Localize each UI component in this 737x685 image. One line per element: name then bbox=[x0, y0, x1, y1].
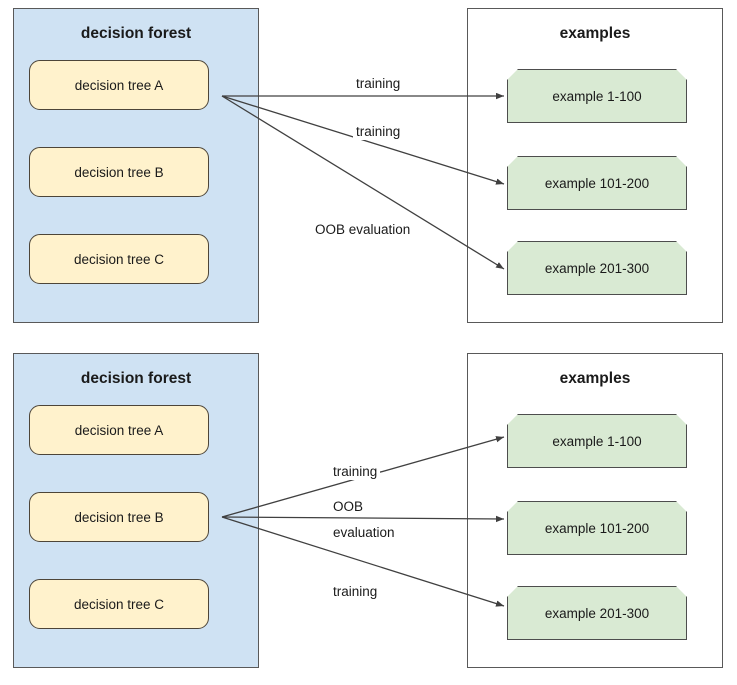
diagram-decision-tree-a: decision forest decision tree A decision… bbox=[0, 0, 737, 340]
edge-label-oob-line2: evaluation bbox=[333, 525, 395, 540]
arrow-tree-a-to-example-201-300 bbox=[221, 95, 505, 270]
examples-panel-2: examples example 1-100 example 101-200 e… bbox=[467, 353, 723, 668]
example-1-100-box[interactable]: example 1-100 bbox=[507, 69, 687, 123]
decision-tree-b-label-2: decision tree B bbox=[74, 509, 164, 525]
example-101-200-box-2[interactable]: example 101-200 bbox=[507, 501, 687, 555]
edge-label-training-2: training bbox=[353, 124, 404, 140]
decision-tree-b-box[interactable]: decision tree B bbox=[29, 147, 209, 197]
examples-title-2: examples bbox=[559, 370, 631, 387]
decision-tree-a-label: decision tree A bbox=[74, 77, 164, 93]
example-1-100-box-2[interactable]: example 1-100 bbox=[507, 414, 687, 468]
decision-tree-b-label: decision tree B bbox=[74, 164, 164, 180]
example-101-200-label-2: example 101-200 bbox=[544, 520, 650, 536]
examples-panel: examples example 1-100 example 101-200 e… bbox=[467, 8, 723, 323]
edge-label-oob-evaluation: OOB evaluation bbox=[312, 222, 414, 238]
decision-tree-b-box-2[interactable]: decision tree B bbox=[29, 492, 209, 542]
example-1-100-label-2: example 1-100 bbox=[552, 433, 642, 449]
edge-label-training-1: training bbox=[353, 76, 404, 92]
edge-label-training-3: training bbox=[330, 464, 381, 480]
example-101-200-box[interactable]: example 101-200 bbox=[507, 156, 687, 210]
example-201-300-label: example 201-300 bbox=[544, 260, 650, 276]
decision-tree-c-label-2: decision tree C bbox=[73, 596, 165, 612]
arrow-tree-a-to-example-101-200 bbox=[221, 95, 505, 185]
example-1-100-label: example 1-100 bbox=[552, 88, 642, 104]
example-201-300-box[interactable]: example 201-300 bbox=[507, 241, 687, 295]
decision-tree-a-box[interactable]: decision tree A bbox=[29, 60, 209, 110]
example-201-300-box-2[interactable]: example 201-300 bbox=[507, 586, 687, 640]
edge-label-training-4: training bbox=[330, 584, 381, 600]
decision-tree-c-box[interactable]: decision tree C bbox=[29, 234, 209, 284]
arrow-tree-b-to-example-101-200 bbox=[221, 515, 505, 523]
decision-tree-a-box-2[interactable]: decision tree A bbox=[29, 405, 209, 455]
edge-label-oob-line1: OOB bbox=[333, 499, 364, 514]
diagram-decision-tree-b: decision forest decision tree A decision… bbox=[0, 345, 737, 685]
example-201-300-label-2: example 201-300 bbox=[544, 605, 650, 621]
decision-tree-a-label-2: decision tree A bbox=[74, 422, 164, 438]
decision-tree-c-label: decision tree C bbox=[73, 251, 165, 267]
examples-title: examples bbox=[559, 25, 631, 42]
decision-tree-c-box-2[interactable]: decision tree C bbox=[29, 579, 209, 629]
decision-forest-title: decision forest bbox=[80, 25, 192, 42]
decision-forest-title-2: decision forest bbox=[80, 370, 192, 387]
example-101-200-label: example 101-200 bbox=[544, 175, 650, 191]
